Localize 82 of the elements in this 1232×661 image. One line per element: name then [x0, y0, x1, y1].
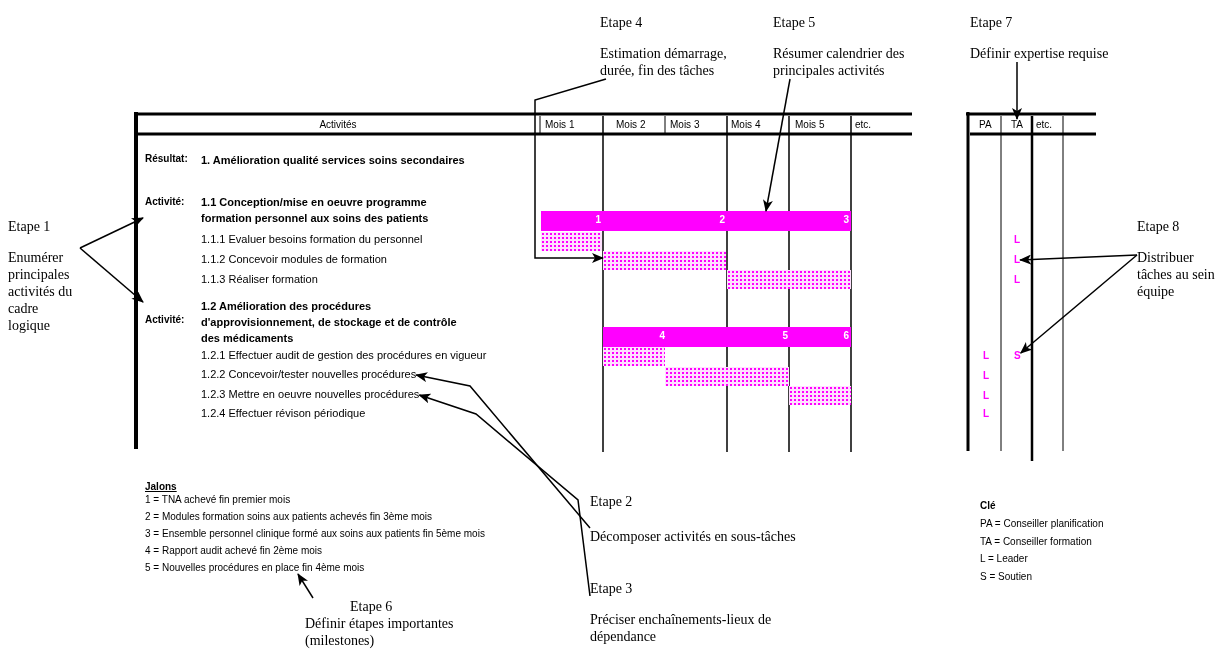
role-letter: L: [983, 407, 990, 420]
task-label: 1.2.1 Effectuer audit de gestion des procédures en vigueur: [201, 349, 487, 362]
role-letter: L: [1014, 253, 1021, 266]
task-bar: [603, 347, 665, 366]
milestone-bar: [603, 327, 851, 347]
task-bar: [727, 270, 851, 289]
role-letter: L: [1014, 233, 1021, 246]
column-header: Mois 3: [670, 119, 700, 131]
step-description: Préciser enchaînements-lieux de dépendance: [590, 611, 773, 645]
role-letter: L: [983, 389, 990, 402]
step-heading: Etape 4: [600, 14, 644, 31]
column-header: Mois 4: [731, 119, 761, 131]
step-description: Distribuer tâches au sein équipe: [1137, 249, 1216, 300]
step-heading: Etape 8: [1137, 218, 1181, 235]
column-header: PA: [979, 119, 992, 131]
column-header: Mois 2: [616, 119, 646, 131]
step-description: Résumer calendrier des principales activités: [773, 45, 906, 79]
arrow: [1019, 254, 1138, 354]
arrow: [79, 217, 144, 249]
activity-title: 1.2 Amélioration des procédures d'approvisionnement, de stockage et de contrôle des médicaments: [201, 299, 458, 346]
column-header: etc.: [855, 119, 872, 131]
milestone-number: 2: [719, 214, 725, 226]
legend-entry: S = Soutien: [980, 571, 1032, 583]
step-description: Enumérer principales activités du cadre logique: [8, 249, 74, 334]
row-label: Résultat:: [145, 153, 188, 165]
arrow: [415, 372, 591, 529]
arrow: [418, 393, 591, 597]
role-letter: L: [983, 349, 990, 362]
milestone-bar: [541, 211, 851, 231]
legend-entry: 4 = Rapport audit achevé fin 2ème mois: [145, 545, 323, 557]
arrow: [763, 78, 791, 212]
task-label: 1.1.3 Réaliser formation: [201, 273, 318, 286]
legend-heading: Jalons: [145, 481, 177, 493]
column-header: Mois 5: [795, 119, 825, 131]
role-letter: L: [983, 369, 990, 382]
activity-title: 1.1 Conception/mise en oeuvre programme formation personnel aux soins des patients: [201, 195, 430, 226]
result-title: 1. Amélioration qualité services soins secondaires: [201, 154, 465, 167]
arrow: [1012, 61, 1022, 120]
row-label: Activité:: [145, 314, 185, 326]
step-heading: Etape 6: [349, 598, 394, 615]
task-label: 1.2.3 Mettre en oeuvre nouvelles procédures: [201, 388, 420, 401]
step-description: Décomposer activités en sous-tâches: [590, 528, 797, 545]
legend-heading: Clé: [980, 500, 996, 512]
task-bar: [541, 232, 602, 251]
arrow: [79, 247, 144, 303]
legend-entry: TA = Conseiller formation: [980, 536, 1092, 548]
column-header: etc.: [1036, 119, 1053, 131]
milestone-number: 6: [843, 330, 849, 342]
legend-entry: L = Leader: [980, 553, 1028, 565]
arrow: [297, 573, 314, 599]
task-bar: [603, 251, 726, 270]
legend-entry: 2 = Modules formation soins aux patients achevés fin 3ème mois: [145, 511, 433, 523]
step-description: Estimation démarrage, durée, fin des tâches: [600, 45, 728, 79]
column-header: TA: [1011, 119, 1024, 131]
milestone-number: 3: [843, 214, 849, 226]
arrow: [534, 78, 607, 263]
task-label: 1.2.4 Effectuer révison périodique: [201, 407, 366, 420]
step-heading: Etape 5: [773, 14, 817, 31]
column-header: Mois 1: [545, 119, 575, 131]
row-label: Activité:: [145, 196, 185, 208]
task-label: 1.1.2 Concevoir modules de formation: [201, 253, 387, 266]
step-description: Définir étapes importantes (milestones): [305, 615, 455, 649]
step-heading: Etape 1: [8, 218, 52, 235]
role-letter: S: [1014, 349, 1021, 362]
arrow: [1019, 254, 1138, 265]
task-label: 1.2.2 Concevoir/tester nouvelles procédures: [201, 368, 417, 381]
step-heading: Etape 2: [590, 493, 634, 510]
milestone-number: 1: [595, 214, 601, 226]
task-bar: [789, 386, 851, 405]
task-label: 1.1.1 Evaluer besoins formation du personnel: [201, 233, 423, 246]
step-heading: Etape 7: [970, 14, 1014, 31]
task-bar: [665, 367, 789, 386]
legend-entry: 3 = Ensemble personnel clinique formé aux soins aux patients fin 5ème mois: [145, 528, 485, 540]
milestone-number: 4: [659, 330, 665, 342]
column-header: Activités: [319, 119, 357, 131]
step-description: Définir expertise requise: [970, 45, 1110, 62]
role-letter: L: [1014, 273, 1021, 286]
step-heading: Etape 3: [590, 580, 634, 597]
legend-entry: 5 = Nouvelles procédures en place fin 4ème mois: [145, 562, 365, 574]
milestone-number: 5: [782, 330, 788, 342]
legend-entry: PA = Conseiller planification: [980, 518, 1104, 530]
legend-entry: 1 = TNA achevé fin premier mois: [145, 494, 291, 506]
